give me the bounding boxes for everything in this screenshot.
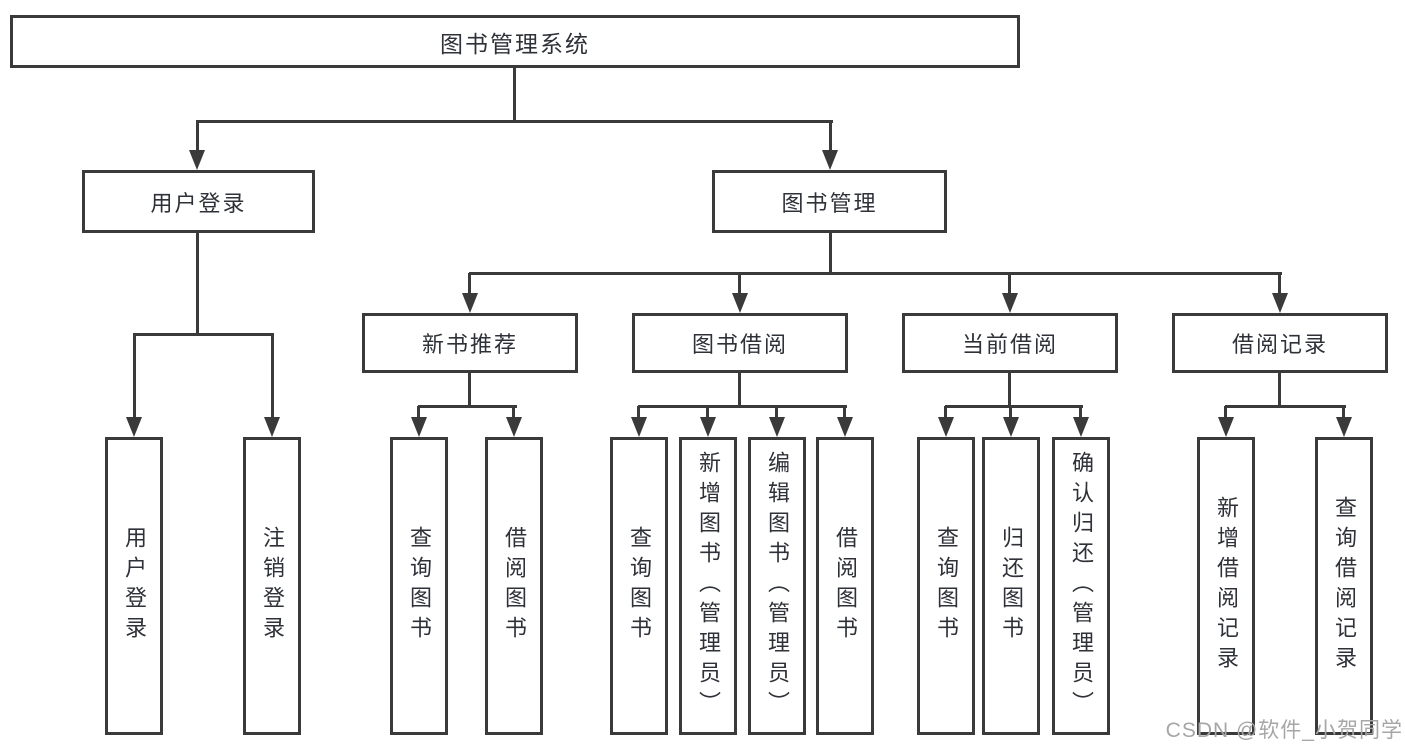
arrow-down-icon — [189, 150, 205, 170]
connector-line — [1342, 406, 1345, 419]
leaf-label: 查询图书 — [407, 526, 432, 646]
connector-line — [271, 334, 274, 419]
arrow-down-icon — [732, 293, 748, 313]
connector-line — [1278, 273, 1281, 297]
connector-line — [513, 68, 516, 122]
arrow-down-icon — [126, 417, 142, 437]
leaf-query-books-recommend: 查询图书 — [390, 437, 448, 735]
node-library-management-system: 图书管理系统 — [10, 15, 1020, 68]
connector-line — [638, 405, 847, 408]
connector-line — [418, 405, 517, 408]
leaf-label: 确认归还（管理员） — [1069, 451, 1094, 721]
connector-line — [196, 233, 199, 335]
connector-line — [829, 121, 832, 152]
leaf-label: 编辑图书（管理员） — [765, 451, 790, 721]
arrow-down-icon — [631, 417, 647, 437]
leaf-return-books: 归还图书 — [982, 437, 1040, 735]
leaf-label: 借阅图书 — [502, 526, 527, 646]
arrow-down-icon — [938, 417, 954, 437]
connector-line — [512, 406, 515, 419]
arrow-down-icon — [411, 417, 427, 437]
node-user-login: 用户登录 — [82, 170, 315, 233]
leaf-label: 注销登录 — [260, 526, 285, 646]
node-borrowing-records: 借阅记录 — [1172, 313, 1388, 373]
connector-line — [133, 333, 274, 336]
leaf-query-books-current: 查询图书 — [917, 437, 975, 735]
leaf-logout-login: 注销登录 — [243, 437, 301, 735]
node-current-borrowing: 当前借阅 — [902, 313, 1118, 373]
connector-line — [1278, 373, 1281, 408]
leaf-add-books-admin: 新增图书（管理员） — [679, 437, 737, 735]
connector-line — [1079, 406, 1082, 419]
connector-line — [196, 121, 199, 152]
connector-line — [738, 373, 741, 408]
connector-line — [1224, 406, 1227, 419]
leaf-label: 查询图书 — [934, 526, 959, 646]
leaf-label: 归还图书 — [999, 526, 1024, 646]
arrow-down-icon — [264, 417, 280, 437]
arrow-down-icon — [1003, 417, 1019, 437]
arrow-down-icon — [1218, 417, 1234, 437]
connector-line — [945, 405, 1083, 408]
connector-line — [417, 406, 420, 419]
node-new-book-recommendation: 新书推荐 — [362, 313, 578, 373]
leaf-query-borrow-record: 查询借阅记录 — [1315, 437, 1373, 735]
leaf-label: 新增借阅记录 — [1214, 496, 1239, 676]
connector-line — [637, 406, 640, 419]
connector-line — [775, 406, 778, 419]
leaf-query-books-borrowing: 查询图书 — [610, 437, 668, 735]
leaf-label: 借阅图书 — [833, 526, 858, 646]
csdn-watermark: CSDN @软件_小贺同学 — [1165, 719, 1403, 742]
connector-line — [468, 373, 471, 408]
connector-line — [1225, 405, 1346, 408]
leaf-borrow-books-borrowing: 借阅图书 — [816, 437, 874, 735]
connector-line — [133, 334, 136, 419]
leaf-user-login: 用户登录 — [105, 437, 163, 735]
arrow-down-icon — [506, 417, 522, 437]
connector-line — [469, 272, 1282, 275]
arrow-down-icon — [1002, 293, 1018, 313]
arrow-down-icon — [769, 417, 785, 437]
leaf-label: 用户登录 — [122, 526, 147, 646]
arrow-down-icon — [1073, 417, 1089, 437]
connector-line — [1009, 406, 1012, 419]
arrow-down-icon — [1272, 293, 1288, 313]
connector-line — [196, 120, 833, 123]
connector-line — [829, 233, 832, 274]
leaf-label: 新增图书（管理员） — [696, 451, 721, 721]
connector-line — [843, 406, 846, 419]
arrow-down-icon — [837, 417, 853, 437]
leaf-confirm-return-admin: 确认归还（管理员） — [1052, 437, 1110, 735]
leaf-add-borrow-record: 新增借阅记录 — [1197, 437, 1255, 735]
leaf-edit-books-admin: 编辑图书（管理员） — [748, 437, 806, 735]
connector-line — [468, 273, 471, 297]
node-book-borrowing: 图书借阅 — [632, 313, 848, 373]
node-book-management: 图书管理 — [712, 170, 947, 233]
arrow-down-icon — [1336, 417, 1352, 437]
connector-line — [1008, 373, 1011, 408]
arrow-down-icon — [462, 293, 478, 313]
arrow-down-icon — [700, 417, 716, 437]
leaf-label: 查询图书 — [627, 526, 652, 646]
connector-line — [944, 406, 947, 419]
connector-line — [1008, 273, 1011, 297]
connector-line — [706, 406, 709, 419]
arrow-down-icon — [822, 150, 838, 170]
leaf-borrow-books-recommend: 借阅图书 — [485, 437, 543, 735]
connector-line — [738, 273, 741, 297]
leaf-label: 查询借阅记录 — [1332, 496, 1357, 676]
